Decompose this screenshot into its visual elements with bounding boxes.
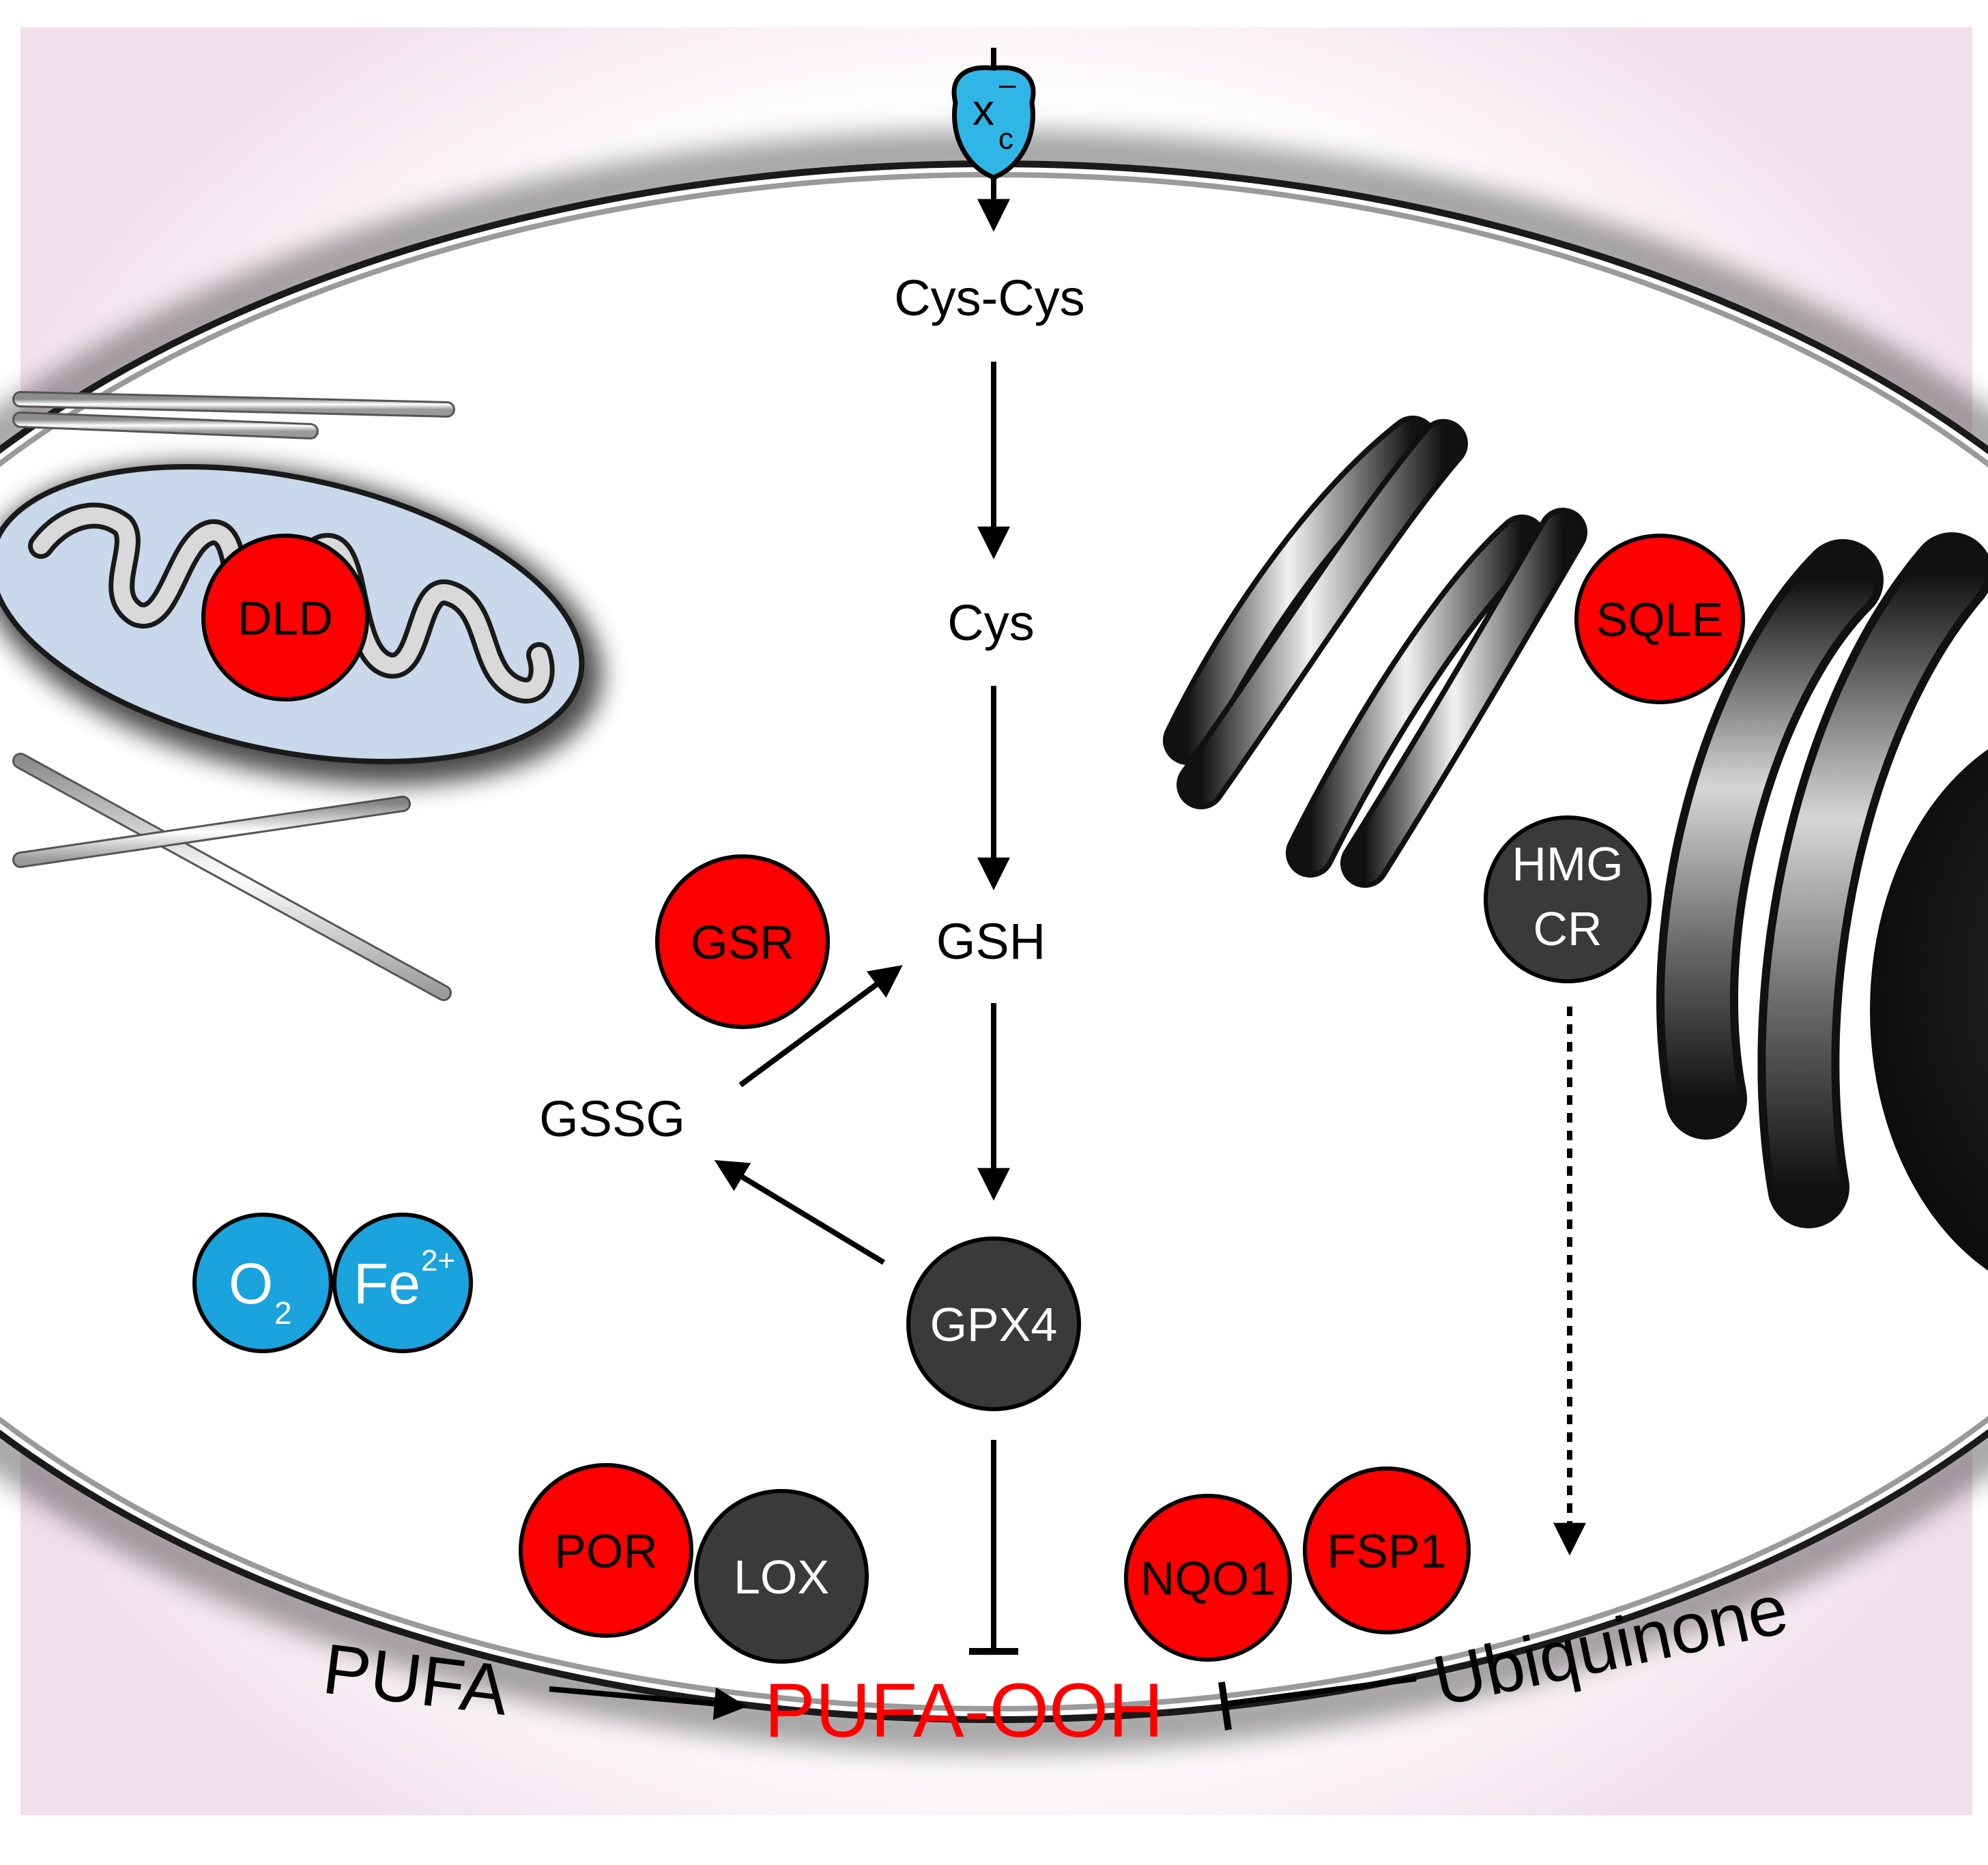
ion-o2-subscript: 2 <box>274 1295 292 1331</box>
enzyme-dld: DLD <box>201 534 369 702</box>
enzyme-dld-label: DLD <box>237 592 333 645</box>
metabolite-gssg: GSSG <box>539 1090 685 1147</box>
enzyme-hmgcr-label-line1: HMG <box>1512 837 1623 891</box>
system-xc-transporter: x c – <box>951 48 1036 232</box>
ion-o2-label: O <box>229 1252 273 1316</box>
metabolite-cys-cys: Cys-Cys <box>894 270 1085 326</box>
ion-fe2: Fe 2+ <box>332 1213 473 1353</box>
enzyme-gsr: GSR <box>655 854 830 1029</box>
enzyme-lox-label: LOX <box>734 1550 829 1604</box>
enzyme-fsp1-label: FSP1 <box>1327 1524 1446 1578</box>
enzyme-nqo1-label: NQO1 <box>1140 1552 1276 1605</box>
endoplasmic-reticulum <box>1656 532 1988 1228</box>
enzyme-gpx4-label: GPX4 <box>930 1298 1058 1351</box>
arrow-gssg-to-gsh <box>738 965 903 1088</box>
transporter-label: x <box>973 85 994 134</box>
cytoskeleton-rods <box>12 391 455 1001</box>
enzyme-hmgcr-label-line2: CR <box>1533 902 1602 955</box>
enzyme-hmgcr: HMG CR <box>1484 815 1652 983</box>
ion-fe2-label: Fe <box>354 1252 420 1316</box>
enzyme-por: POR <box>519 1463 693 1638</box>
inhibit-ubiquinone-pufaooh <box>1224 1676 1417 1707</box>
enzyme-gpx4: GPX4 <box>906 1237 1081 1411</box>
inhibit-ubiquinone-bar <box>1218 1681 1232 1731</box>
golgi-apparatus <box>1163 416 1587 888</box>
enzyme-fsp1: FSP1 <box>1303 1466 1471 1634</box>
pathway-arrows <box>549 362 1586 1731</box>
metabolite-cys: Cys <box>947 594 1034 651</box>
ion-fe2-superscript: 2+ <box>421 1244 455 1277</box>
enzyme-nqo1: NQO1 <box>1124 1494 1292 1662</box>
transporter-subscript: c <box>998 122 1013 156</box>
enzyme-sqle-label: SQLE <box>1596 593 1724 646</box>
enzyme-sqle: SQLE <box>1574 534 1745 704</box>
enzyme-por-label: POR <box>554 1524 658 1578</box>
metabolite-gsh: GSH <box>936 913 1046 970</box>
transporter-superscript: – <box>999 68 1016 101</box>
enzyme-gsr-label: GSR <box>691 916 794 969</box>
enzyme-lox: LOX <box>694 1489 869 1664</box>
arrow-gpx4-to-gssg <box>714 1160 886 1265</box>
ion-o2: O 2 <box>192 1213 333 1353</box>
transporter-body <box>951 65 1036 180</box>
metabolite-pufa-ooh: PUFA-OOH <box>764 1668 1164 1753</box>
arrow-pufa-to-pufaooh <box>549 1686 747 1720</box>
nucleus <box>1870 749 1988 1271</box>
